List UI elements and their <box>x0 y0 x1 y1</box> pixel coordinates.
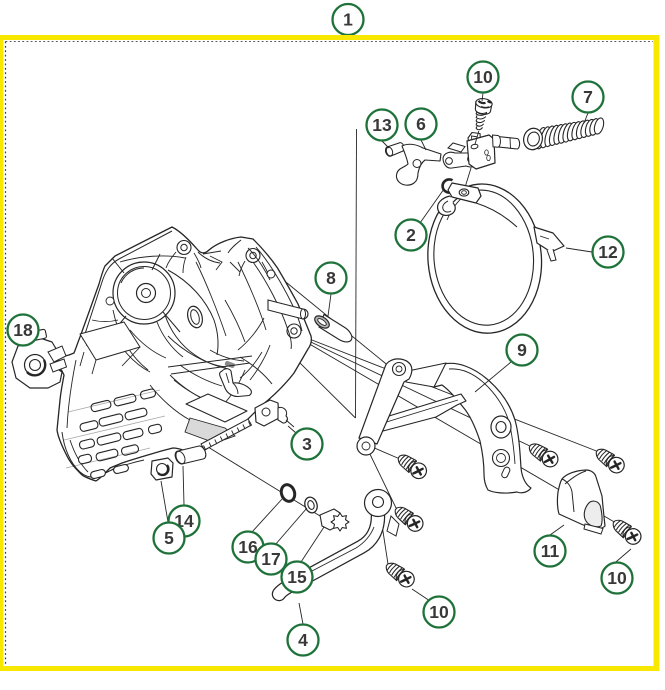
svg-text:3: 3 <box>302 434 312 454</box>
svg-text:18: 18 <box>13 320 33 340</box>
svg-text:11: 11 <box>541 541 560 561</box>
svg-text:15: 15 <box>287 567 307 587</box>
svg-text:6: 6 <box>416 114 426 134</box>
svg-text:10: 10 <box>429 602 449 622</box>
svg-text:17: 17 <box>261 549 280 569</box>
svg-text:12: 12 <box>598 242 618 262</box>
svg-text:5: 5 <box>164 528 174 548</box>
svg-text:4: 4 <box>298 630 308 650</box>
svg-text:13: 13 <box>372 115 392 135</box>
svg-text:1: 1 <box>343 10 353 30</box>
svg-text:7: 7 <box>583 87 593 107</box>
svg-text:10: 10 <box>473 67 493 87</box>
svg-text:9: 9 <box>517 340 527 360</box>
svg-text:16: 16 <box>238 537 258 557</box>
svg-text:8: 8 <box>326 268 336 288</box>
svg-text:2: 2 <box>406 225 416 245</box>
svg-text:10: 10 <box>607 568 627 588</box>
